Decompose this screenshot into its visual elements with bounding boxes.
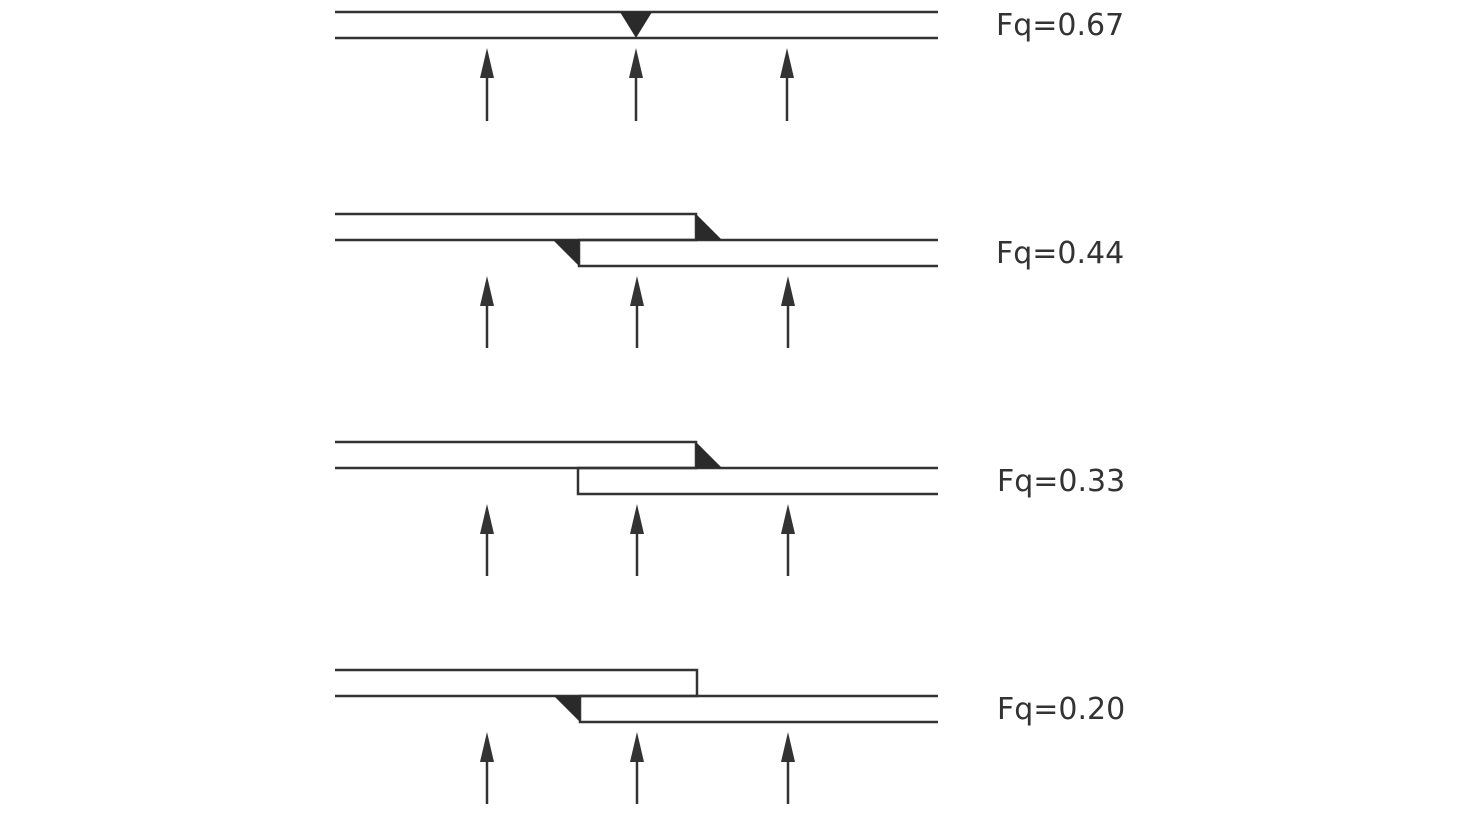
- load-arrow: [630, 732, 644, 804]
- load-arrow: [480, 504, 494, 576]
- upper-plate: [335, 668, 699, 698]
- panel-2-lap-joint-double-fillet: [335, 212, 938, 348]
- load-arrow: [781, 732, 795, 804]
- panel-4-lap-joint-lower-fillet: [335, 668, 938, 804]
- load-arrow: [630, 276, 644, 348]
- lower-plate: [577, 238, 938, 268]
- upper-plate: [335, 440, 698, 470]
- fillet-weld-upper: [696, 214, 722, 240]
- load-arrow: [780, 48, 794, 121]
- fq-label-panel-4: Fq=0.20: [997, 692, 1126, 727]
- load-arrow: [630, 504, 644, 576]
- load-arrow: [480, 48, 494, 121]
- fq-label-panel-2: Fq=0.44: [996, 236, 1125, 271]
- fillet-weld-lower: [553, 240, 579, 266]
- fq-label-panel-3: Fq=0.33: [997, 464, 1126, 499]
- load-arrow: [480, 732, 494, 804]
- fillet-weld-upper: [696, 442, 722, 468]
- v-weld: [620, 12, 652, 38]
- panel-3-lap-joint-upper-fillet: [335, 440, 938, 576]
- load-arrow: [480, 276, 494, 348]
- load-arrow: [781, 276, 795, 348]
- fq-label-panel-1: Fq=0.67: [996, 8, 1125, 43]
- lower-plate: [578, 694, 938, 724]
- panel-1-butt-joint: [335, 10, 938, 121]
- lower-plate: [576, 466, 938, 496]
- load-arrow: [629, 48, 643, 121]
- fillet-weld-lower: [554, 696, 580, 722]
- upper-plate: [335, 212, 698, 242]
- load-arrow: [781, 504, 795, 576]
